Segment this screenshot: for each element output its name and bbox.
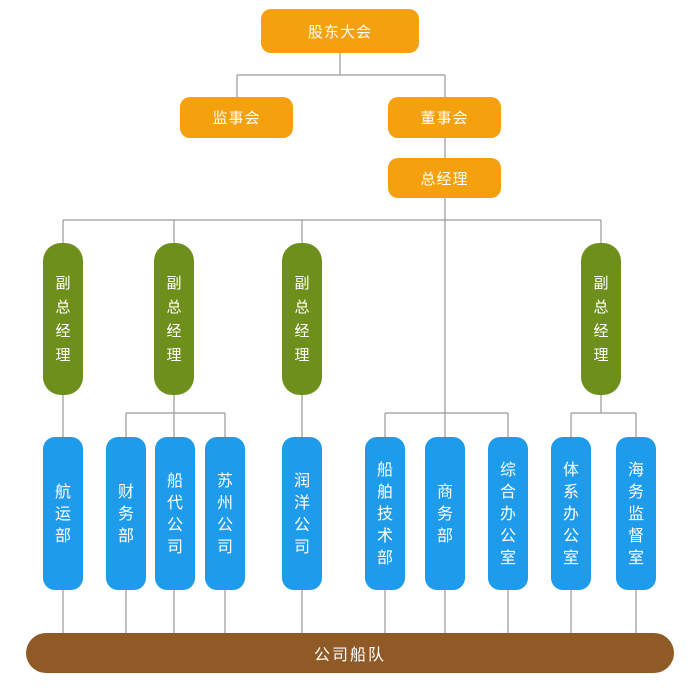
label-glyph: 总	[166, 298, 182, 316]
shareholders-meeting-label: 股东大会	[307, 22, 372, 41]
label-glyph: 副	[166, 274, 182, 292]
label-glyph: 部	[376, 547, 393, 567]
label-glyph: 经	[294, 322, 310, 340]
label-glyph: 督	[627, 525, 644, 545]
vice-general-manager-2: 副总经理	[154, 243, 194, 395]
dept-suzhou-company: 苏州公司	[205, 437, 245, 590]
label-glyph: 经	[55, 322, 71, 340]
vice-general-manager-1: 副总经理	[43, 243, 83, 395]
label-glyph: 综	[499, 459, 516, 479]
vice-general-manager-4: 副总经理	[581, 243, 621, 395]
dept-ship-technology: 船舶技术部	[365, 437, 405, 590]
dept-commerce: 商务部	[425, 437, 465, 590]
dept-shipping: 航运部	[43, 437, 83, 590]
dept-label: 船代公司	[167, 470, 183, 558]
label-glyph: 技	[376, 503, 393, 523]
label-glyph: 洋	[293, 492, 310, 512]
label-glyph: 公	[293, 514, 310, 534]
dept-label: 苏州公司	[217, 470, 233, 558]
label-glyph: 船	[376, 459, 393, 479]
label-glyph: 部	[117, 525, 134, 545]
label-glyph: 室	[499, 547, 516, 567]
label-glyph: 理	[593, 346, 609, 364]
label-glyph: 苏	[216, 470, 233, 490]
label-glyph: 经	[593, 322, 609, 340]
dept-system-office: 体系办公室	[551, 437, 591, 590]
label-glyph: 润	[293, 470, 310, 490]
board-of-supervisors-box: 监事会	[180, 97, 293, 138]
vice-general-manager-3: 副总经理	[282, 243, 322, 395]
label-glyph: 理	[166, 346, 182, 364]
board-of-directors-label: 董事会	[420, 109, 469, 127]
dept-label: 海务监督室	[628, 459, 644, 569]
dept-label: 润洋公司	[294, 470, 310, 558]
label-glyph: 副	[593, 274, 609, 292]
label-glyph: 系	[562, 481, 579, 501]
label-glyph: 总	[294, 298, 310, 316]
label-glyph: 航	[54, 481, 71, 501]
dept-shipping-agency: 船代公司	[155, 437, 195, 590]
shareholders-meeting-box: 股东大会	[261, 9, 419, 53]
vice-general-manager-label: 副总经理	[55, 271, 70, 367]
dept-label: 体系办公室	[563, 459, 579, 569]
dept-label: 商务部	[437, 481, 453, 547]
label-glyph: 理	[55, 346, 71, 364]
label-glyph: 理	[294, 346, 310, 364]
label-glyph: 海	[627, 459, 644, 479]
label-glyph: 商	[436, 481, 453, 501]
general-manager-box: 总经理	[388, 158, 501, 198]
label-glyph: 司	[293, 536, 310, 556]
label-glyph: 室	[627, 547, 644, 567]
label-glyph: 运	[54, 503, 71, 523]
label-glyph: 公	[499, 525, 516, 545]
label-glyph: 办	[499, 503, 516, 523]
label-glyph: 办	[562, 503, 579, 523]
label-glyph: 舶	[376, 481, 393, 501]
label-glyph: 部	[54, 525, 71, 545]
label-glyph: 务	[117, 503, 134, 523]
label-glyph: 合	[499, 481, 516, 501]
dept-label: 船舶技术部	[377, 459, 393, 569]
label-glyph: 公	[166, 514, 183, 534]
label-glyph: 经	[166, 322, 182, 340]
dept-marine-supervision: 海务监督室	[616, 437, 656, 590]
company-fleet-label: 公司船队	[313, 645, 386, 664]
company-fleet-bar: 公司船队	[26, 633, 674, 673]
dept-general-office: 综合办公室	[488, 437, 528, 590]
label-glyph: 总	[593, 298, 609, 316]
dept-runyang-company: 润洋公司	[282, 437, 322, 590]
dept-label: 财务部	[118, 481, 134, 547]
dept-label: 综合办公室	[500, 459, 516, 569]
board-of-supervisors-label: 监事会	[212, 109, 261, 127]
label-glyph: 监	[627, 503, 644, 523]
board-of-directors-box: 董事会	[388, 97, 501, 138]
label-glyph: 总	[55, 298, 71, 316]
general-manager-label: 总经理	[420, 169, 469, 188]
label-glyph: 司	[166, 536, 183, 556]
vice-general-manager-label: 副总经理	[166, 271, 181, 367]
label-glyph: 州	[216, 492, 233, 512]
label-glyph: 室	[562, 547, 579, 567]
label-glyph: 部	[436, 525, 453, 545]
label-glyph: 船	[166, 470, 183, 490]
label-glyph: 司	[216, 536, 233, 556]
label-glyph: 副	[294, 274, 310, 292]
label-glyph: 公	[216, 514, 233, 534]
label-glyph: 体	[562, 459, 579, 479]
label-glyph: 公	[562, 525, 579, 545]
dept-label: 航运部	[55, 481, 71, 547]
vice-general-manager-label: 副总经理	[294, 271, 309, 367]
label-glyph: 代	[166, 492, 183, 512]
vice-general-manager-label: 副总经理	[593, 271, 608, 367]
label-glyph: 务	[627, 481, 644, 501]
label-glyph: 副	[55, 274, 71, 292]
dept-finance: 财务部	[106, 437, 146, 590]
label-glyph: 务	[436, 503, 453, 523]
label-glyph: 术	[376, 525, 393, 545]
label-glyph: 财	[117, 481, 134, 501]
